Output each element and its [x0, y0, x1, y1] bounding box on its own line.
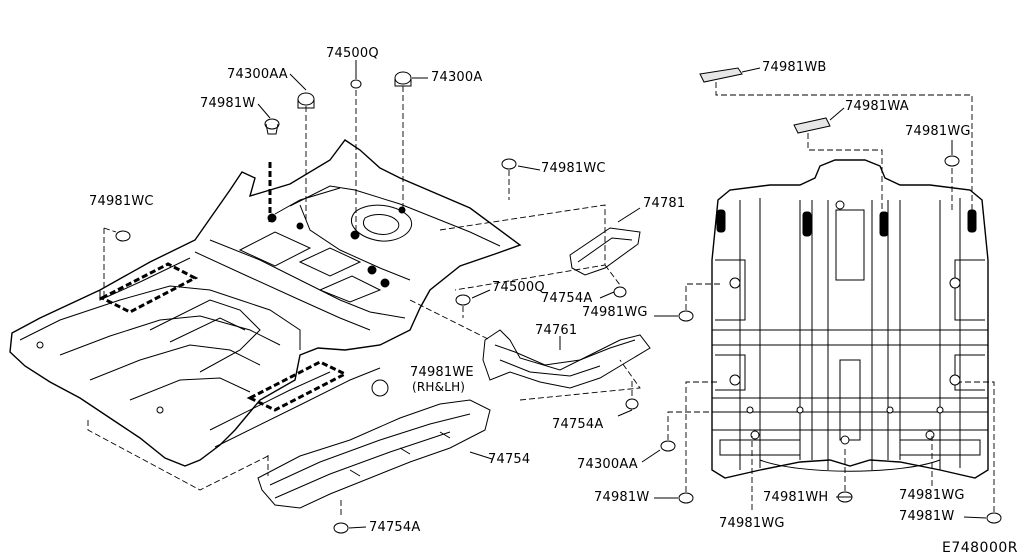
label-74981wg-bottom-mid: 74981WG	[719, 516, 785, 531]
label-74981wa: 74981WA	[845, 99, 909, 114]
label-74981wc-left: 74981WC	[89, 194, 154, 209]
label-74981w-bottom-right: 74981W	[899, 509, 955, 524]
leader-lines-left	[87, 60, 641, 529]
diagram-number: E748000R	[941, 540, 1018, 556]
leader-lines-right	[641, 67, 995, 519]
label-74781: 74781	[643, 196, 686, 211]
label-74981wg-right: 74981WG	[905, 124, 971, 139]
heat-insulator-74761	[482, 329, 651, 389]
label-74500q-mid: 74500Q	[492, 280, 545, 295]
label-74981w-right: 74981W	[594, 490, 650, 505]
label-74981wg-bottom-right: 74981WG	[899, 488, 965, 503]
label-74981wh: 74981WH	[763, 490, 829, 505]
label-74981we: 74981WE	[410, 365, 474, 380]
label-74300a: 74300A	[431, 70, 483, 85]
label-74981wc-mid: 74981WC	[541, 161, 606, 176]
floor-panel-assembly	[9, 139, 522, 467]
label-74300aa-top: 74300AA	[227, 67, 288, 82]
heat-insulator-74781	[569, 227, 641, 276]
label-74981wg-mid: 74981WG	[582, 305, 648, 320]
label-74754a-bottom: 74754A	[369, 520, 421, 535]
heat-insulator-74754	[257, 399, 491, 509]
underbody-view	[711, 159, 989, 479]
label-74761: 74761	[535, 323, 578, 338]
label-74300aa-right: 74300AA	[577, 457, 638, 472]
label-74754a-low: 74754A	[552, 417, 604, 432]
label-74754a-mid: 74754A	[541, 291, 593, 306]
label-74500q-top: 74500Q	[326, 46, 379, 61]
label-74981we-note: (RH&LH)	[412, 380, 466, 394]
label-74754: 74754	[488, 452, 531, 467]
label-74981wb: 74981WB	[762, 60, 827, 75]
label-74981w-left: 74981W	[200, 96, 256, 111]
